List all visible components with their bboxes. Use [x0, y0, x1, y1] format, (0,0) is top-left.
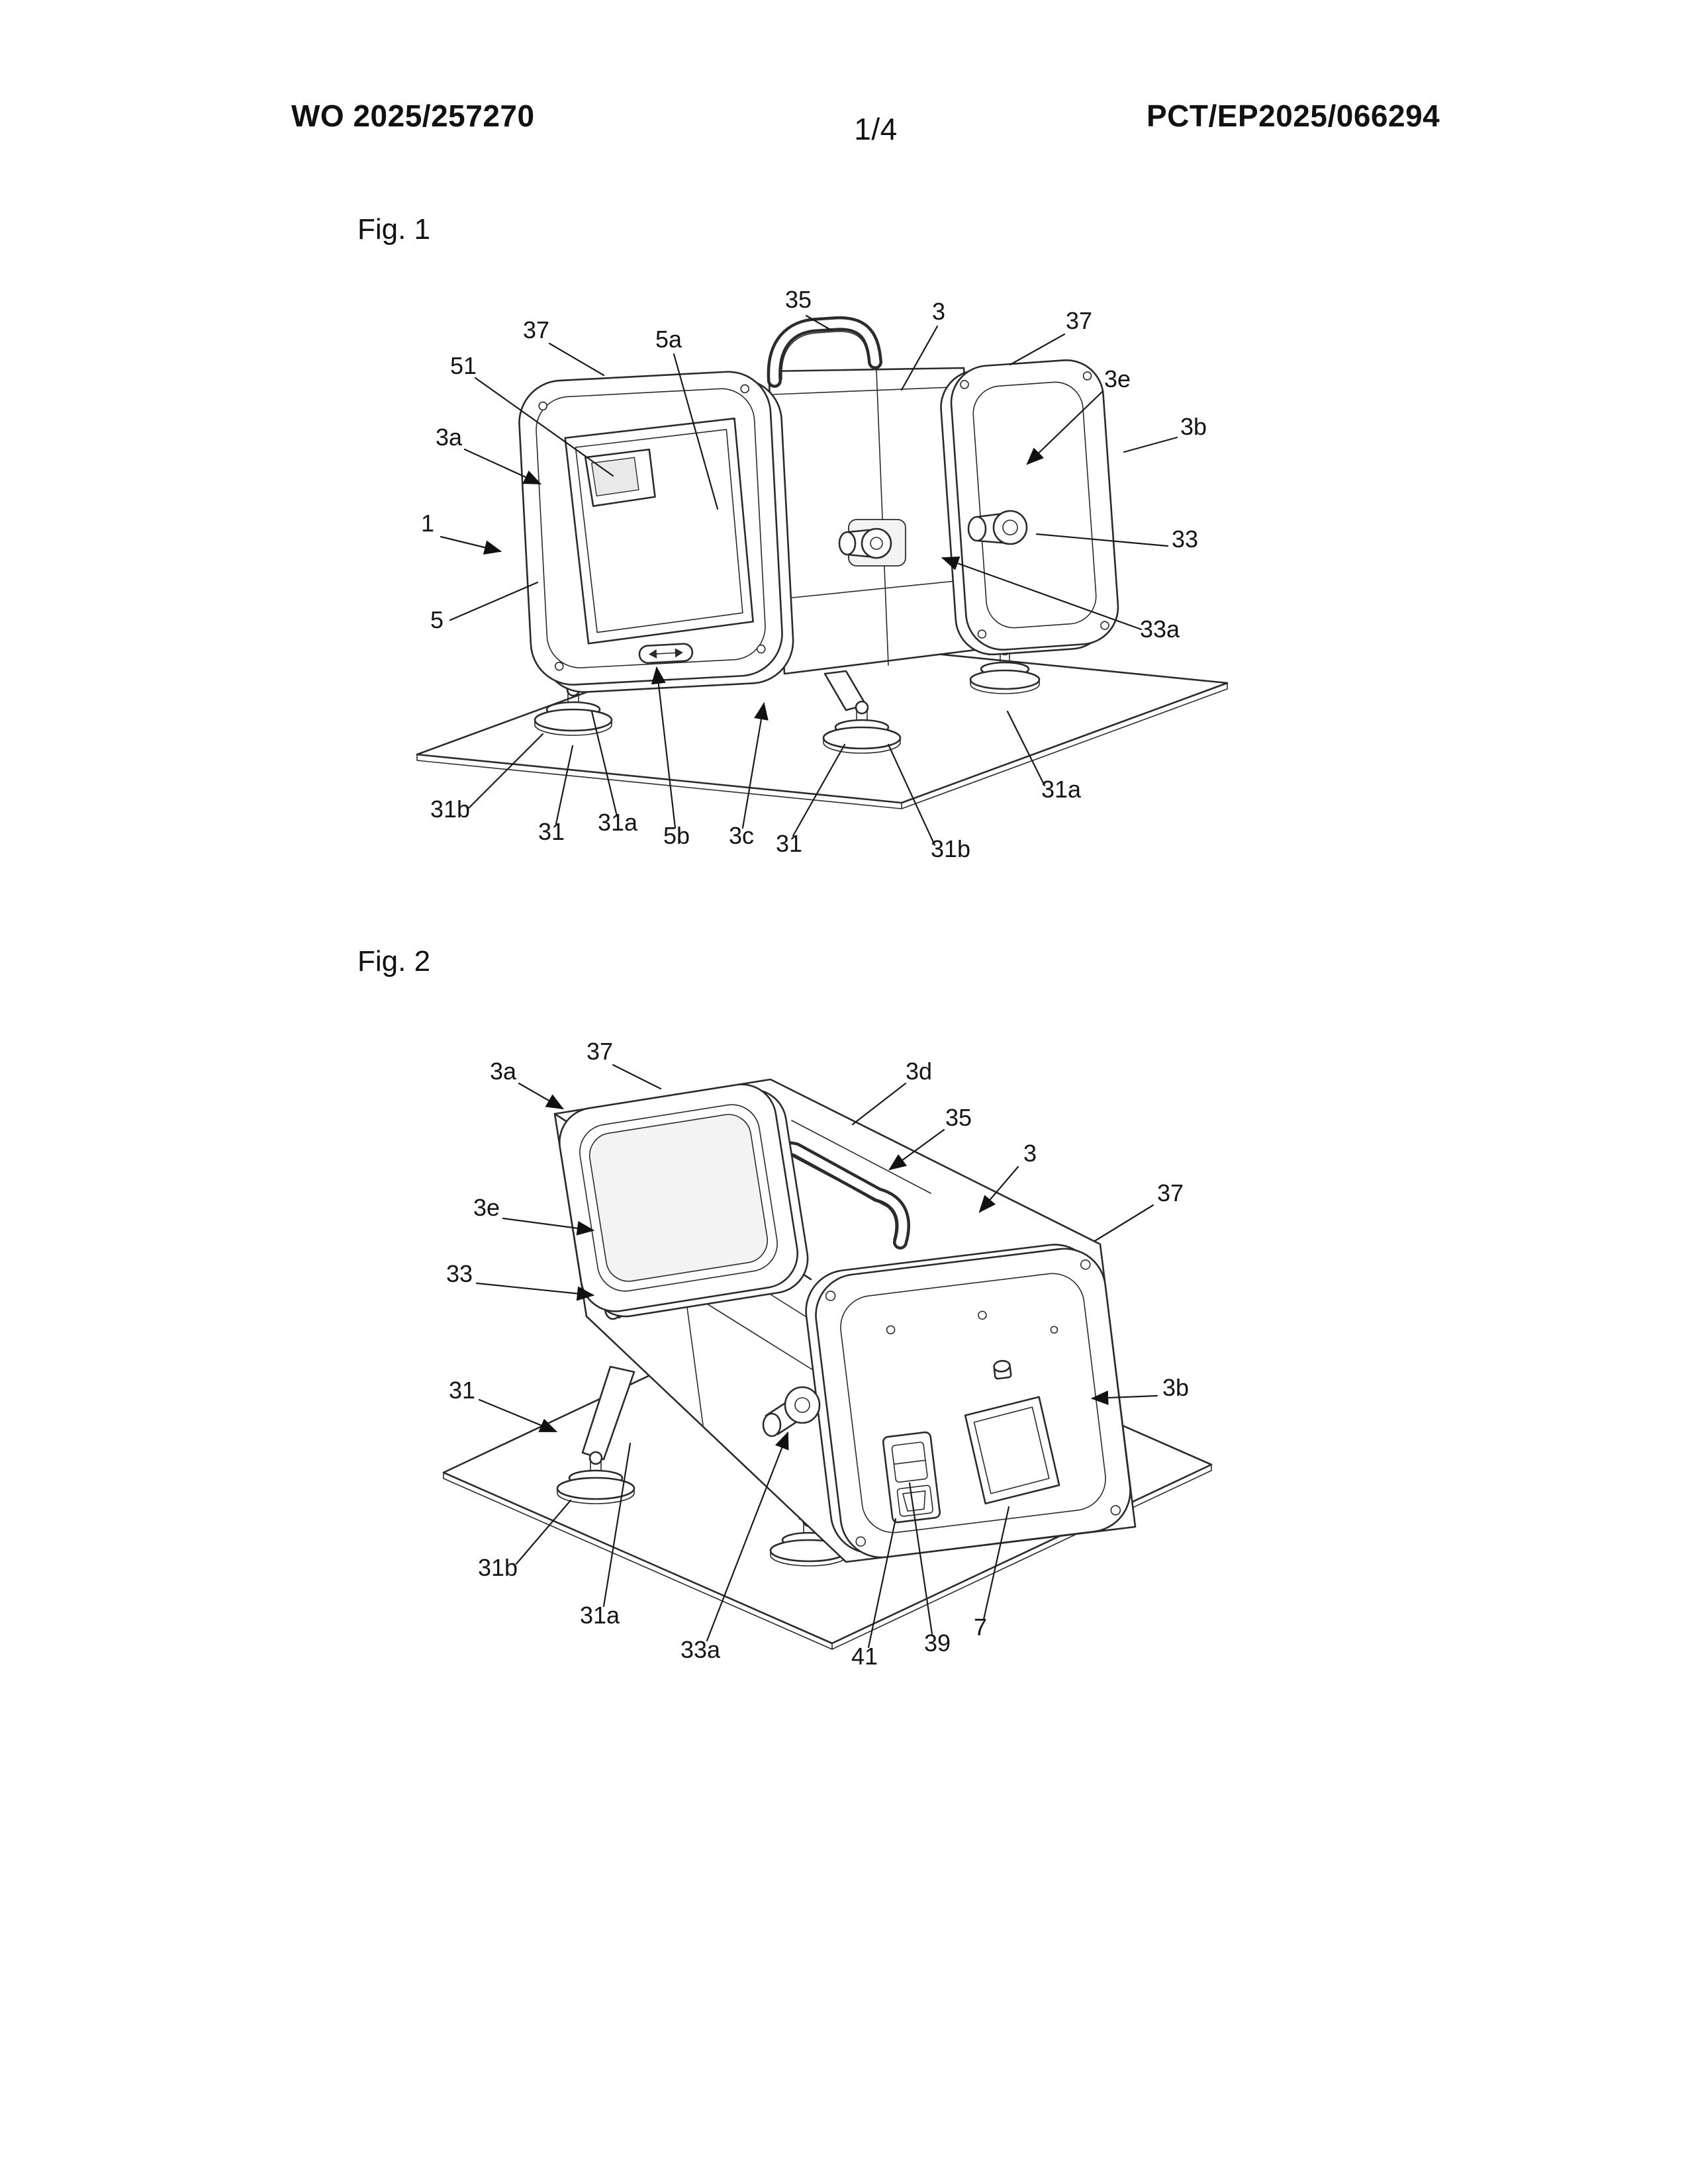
fig2-caption: Fig. 2 — [357, 945, 431, 978]
connector-panel — [964, 1396, 1060, 1505]
fig2-drawing: 3a 37 3d 35 3 37 3e 33 31 3b 31b 31a 33a… — [442, 1038, 1213, 1670]
ref-label: 33a — [1140, 615, 1180, 643]
power-module — [882, 1431, 941, 1524]
fig1-ref-labels: 35 3 37 37 5a 51 3e 3a 3b 1 33 5 33a 31a… — [421, 287, 1207, 862]
ref-label: 31b — [478, 1554, 518, 1581]
ref-label: 35 — [945, 1104, 972, 1131]
side-knob-lower — [762, 1386, 821, 1437]
ref-label: 37 — [1157, 1179, 1184, 1206]
ref-label: 5a — [655, 326, 682, 353]
ref-label: 37 — [1066, 307, 1092, 334]
application-number: PCT/EP2025/066294 — [1147, 99, 1440, 133]
rear-bumper-frame — [940, 359, 1119, 656]
ref-label: 31a — [598, 809, 638, 836]
ref-label: 3e — [1104, 365, 1131, 392]
sheet-number: 1/4 — [854, 112, 898, 146]
rear-bumper-frame — [805, 1244, 1131, 1559]
ref-label: 33 — [1172, 525, 1198, 553]
fig1-caption: Fig. 1 — [357, 213, 431, 246]
ref-label: 3c — [729, 822, 754, 849]
ref-label: 33a — [680, 1636, 721, 1663]
ref-label: 3 — [1023, 1140, 1037, 1167]
ref-label: 3 — [932, 298, 945, 325]
ref-label: 31a — [580, 1602, 620, 1629]
screen — [564, 418, 754, 645]
ref-label: 31b — [931, 835, 970, 862]
power-inlet — [896, 1484, 933, 1517]
front-bumper-frame — [518, 371, 794, 693]
fig1-drawing: 35 3 37 37 5a 51 3e 3a 3b 1 33 5 33a 31a… — [416, 287, 1229, 862]
ref-label: 31 — [538, 818, 565, 845]
rear-panel — [882, 1310, 1060, 1524]
ref-label: 41 — [851, 1643, 878, 1670]
ref-label: 39 — [924, 1629, 951, 1657]
ref-label: 3b — [1162, 1374, 1189, 1401]
ref-label: 31 — [449, 1377, 475, 1404]
fig1-container: 35 3 37 37 5a 51 3e 3a 3b 1 33 5 33a 31a… — [409, 287, 1270, 882]
ref-label: 31 — [776, 830, 802, 857]
side-knob-rear — [967, 510, 1028, 545]
ref-label: 1 — [421, 510, 434, 537]
ref-label: 37 — [523, 316, 549, 343]
ref-label: 3d — [906, 1058, 932, 1085]
ref-label: 51 — [450, 352, 477, 379]
ref-label: 5b — [663, 822, 690, 849]
connector-nub — [993, 1359, 1012, 1380]
carry-handle — [767, 316, 882, 388]
side-knob-front — [838, 519, 906, 567]
fig2-leader-lines — [475, 1064, 1158, 1649]
fig2-container: 3a 37 3d 35 3 37 3e 33 31 3b 31b 31a 33a… — [397, 1009, 1258, 1704]
ref-label: 31b — [430, 796, 470, 823]
ref-label: 3a — [436, 424, 463, 451]
ref-label: 7 — [974, 1614, 987, 1641]
ref-label: 37 — [586, 1038, 613, 1065]
fig2-ref-labels: 3a 37 3d 35 3 37 3e 33 31 3b 31b 31a 33a… — [446, 1038, 1189, 1670]
ref-label: 35 — [785, 287, 812, 313]
publication-number: WO 2025/257270 — [291, 99, 535, 133]
fig1-leader-lines — [440, 314, 1178, 846]
front-bumper-frame — [558, 1083, 809, 1318]
ref-label: 33 — [446, 1260, 473, 1287]
ref-label: 3a — [490, 1058, 517, 1085]
ref-label: 3e — [473, 1194, 500, 1221]
ref-label: 3b — [1180, 413, 1207, 440]
ref-label: 5 — [430, 606, 444, 633]
ref-label: 31a — [1041, 776, 1082, 803]
